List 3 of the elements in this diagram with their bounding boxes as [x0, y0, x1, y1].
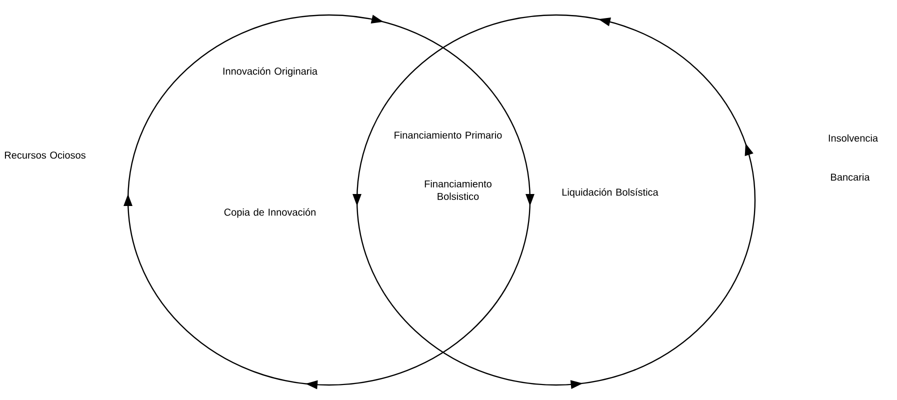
label: Bancaria — [831, 173, 870, 181]
label: Recursos Ociosos — [4, 151, 86, 159]
label: Insolvencia — [828, 134, 878, 142]
